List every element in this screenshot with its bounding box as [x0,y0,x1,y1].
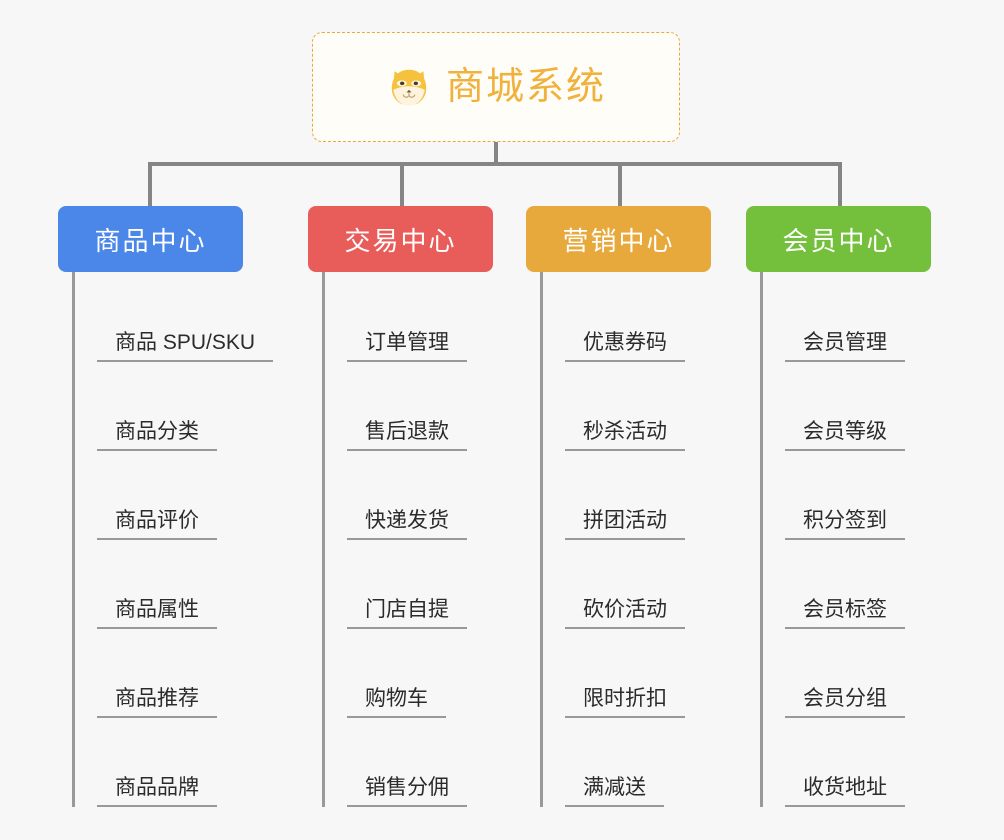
list-item[interactable]: 满减送 [543,718,746,807]
list-item-label: 会员分组 [785,686,905,718]
list-item[interactable]: 订单管理 [325,290,528,362]
list-item[interactable]: 砍价活动 [543,540,746,629]
branch-column-3: 会员中心 会员管理 会员等级 积分签到 会员标签 会员分组 收货地址 [746,206,966,807]
list-item[interactable]: 会员分组 [763,629,966,718]
list-item[interactable]: 售后退款 [325,362,528,451]
branch-list-2: 优惠券码 秒杀活动 拼团活动 砍价活动 限时折扣 满减送 [540,272,746,807]
root-node-card[interactable]: 商城系统 [312,32,680,142]
category-box-3[interactable]: 会员中心 [746,206,931,272]
list-item-label: 积分签到 [785,508,905,540]
connector-drop-3 [618,162,622,208]
list-item[interactable]: 门店自提 [325,540,528,629]
list-item-label: 收货地址 [785,775,905,807]
list-item-label: 商品评价 [97,508,217,540]
list-item[interactable]: 购物车 [325,629,528,718]
list-item-label: 砍价活动 [565,597,685,629]
category-box-1[interactable]: 交易中心 [308,206,493,272]
list-item-label: 门店自提 [347,597,467,629]
list-item-label: 销售分佣 [347,775,467,807]
list-item-label: 商品分类 [97,419,217,451]
list-item-label: 快递发货 [347,508,467,540]
list-item-label: 会员标签 [785,597,905,629]
category-box-0[interactable]: 商品中心 [58,206,243,272]
list-item-label: 订单管理 [347,330,467,362]
branch-list-0: 商品 SPU/SKU 商品分类 商品评价 商品属性 商品推荐 商品品牌 [72,272,278,807]
list-item[interactable]: 会员标签 [763,540,966,629]
list-item[interactable]: 会员管理 [763,290,966,362]
list-item-label: 会员管理 [785,330,905,362]
list-item[interactable]: 积分签到 [763,451,966,540]
branch-column-0: 商品中心 商品 SPU/SKU 商品分类 商品评价 商品属性 商品推荐 商品品牌 [58,206,278,807]
list-item[interactable]: 商品 SPU/SKU [75,290,278,362]
list-item[interactable]: 限时折扣 [543,629,746,718]
list-item-label: 商品 SPU/SKU [97,330,274,362]
list-item[interactable]: 商品品牌 [75,718,278,807]
list-item-label: 购物车 [347,686,446,718]
category-box-2[interactable]: 营销中心 [526,206,711,272]
connector-drop-4 [838,162,842,208]
list-item[interactable]: 商品推荐 [75,629,278,718]
branch-column-1: 交易中心 订单管理 售后退款 快递发货 门店自提 购物车 销售分佣 [308,206,528,807]
list-item-label: 限时折扣 [565,686,685,718]
branch-column-2: 营销中心 优惠券码 秒杀活动 拼团活动 砍价活动 限时折扣 满减送 [526,206,746,807]
list-item[interactable]: 优惠券码 [543,290,746,362]
root-title: 商城系统 [445,66,606,108]
list-item[interactable]: 商品评价 [75,451,278,540]
connector-drop-2 [400,162,404,208]
connector-horizontal-bus [150,162,840,166]
shiba-dog-icon [386,64,432,110]
branch-list-1: 订单管理 售后退款 快递发货 门店自提 购物车 销售分佣 [322,272,528,807]
list-item[interactable]: 拼团活动 [543,451,746,540]
list-item-label: 商品属性 [97,597,217,629]
list-item[interactable]: 商品分类 [75,362,278,451]
connector-root-stem [494,142,498,164]
list-item-label: 商品品牌 [97,775,217,807]
connector-drop-1 [148,162,152,208]
list-item[interactable]: 销售分佣 [325,718,528,807]
list-item-label: 拼团活动 [565,508,685,540]
list-item-label: 商品推荐 [97,686,217,718]
list-item[interactable]: 商品属性 [75,540,278,629]
list-item[interactable]: 快递发货 [325,451,528,540]
list-item-label: 满减送 [565,775,664,807]
list-item-label: 售后退款 [347,419,467,451]
list-item[interactable]: 秒杀活动 [543,362,746,451]
list-item-label: 秒杀活动 [565,419,685,451]
list-item-label: 会员等级 [785,419,905,451]
branch-list-3: 会员管理 会员等级 积分签到 会员标签 会员分组 收货地址 [760,272,966,807]
list-item[interactable]: 会员等级 [763,362,966,451]
list-item[interactable]: 收货地址 [763,718,966,807]
list-item-label: 优惠券码 [565,330,685,362]
